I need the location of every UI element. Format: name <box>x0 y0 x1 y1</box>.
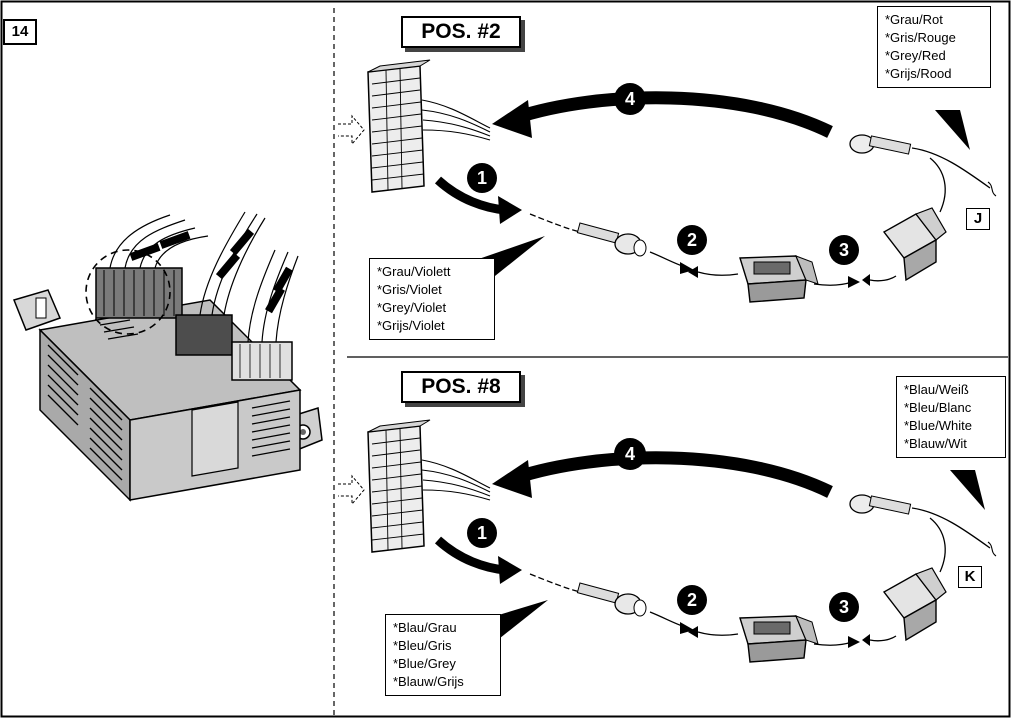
callout-line: *Grey/Red <box>885 48 946 63</box>
callout-line: *Grau/Violett <box>377 264 451 279</box>
page-number: 14 <box>3 19 37 45</box>
callout-line: *Blau/Weiß <box>904 382 969 397</box>
pos2-label: POS. #2 <box>401 16 521 48</box>
pos8-step-1: 1 <box>476 523 487 543</box>
callout-line: *Blue/Grey <box>393 656 456 671</box>
pos8-wire-color-callout-a: *Blau/Weiß *Bleu/Blanc *Blue/White *Blau… <box>896 376 1006 458</box>
highlight-circle <box>85 249 171 335</box>
pos8-step-2: 2 <box>686 590 697 610</box>
section-pos8-artwork <box>338 419 997 663</box>
section-pos2-artwork <box>338 59 997 303</box>
pos2-wire-color-callout-b: *Grau/Violett *Gris/Violet *Grey/Violet … <box>369 258 495 340</box>
part-tag-k: K <box>958 566 982 588</box>
callout-line: *Blue/White <box>904 418 972 433</box>
callout-line: *Blau/Grau <box>393 620 457 635</box>
callout-line: *Grey/Violet <box>377 300 447 315</box>
pos8-step-4: 4 <box>624 444 635 464</box>
pos8-wire-color-callout-b: *Blau/Grau *Bleu/Gris *Blue/Grey *Blauw/… <box>385 614 501 696</box>
control-module-illustration <box>12 211 323 502</box>
callout-line: *Blauw/Grijs <box>393 674 464 689</box>
callout-line: *Blauw/Wit <box>904 436 967 451</box>
pos2-step-3: 3 <box>838 240 849 260</box>
pos8-step-3: 3 <box>838 597 849 617</box>
pos2-wire-color-callout-a: *Grau/Rot *Gris/Rouge *Grey/Red *Grijs/R… <box>877 6 991 88</box>
callout-line: *Gris/Rouge <box>885 30 956 45</box>
callout-line: *Grijs/Rood <box>885 66 952 81</box>
callout-line: *Grau/Rot <box>885 12 943 27</box>
pos2-step-2: 2 <box>686 230 697 250</box>
callout-line: *Gris/Violet <box>377 282 442 297</box>
pos8-label: POS. #8 <box>401 371 521 403</box>
pos2-step-1: 1 <box>476 168 487 188</box>
pos2-step-4: 4 <box>624 89 635 109</box>
callout-line: *Grijs/Violet <box>377 318 445 333</box>
callout-line: *Bleu/Gris <box>393 638 452 653</box>
callout-line: *Bleu/Blanc <box>904 400 972 415</box>
part-tag-j: J <box>966 208 990 230</box>
